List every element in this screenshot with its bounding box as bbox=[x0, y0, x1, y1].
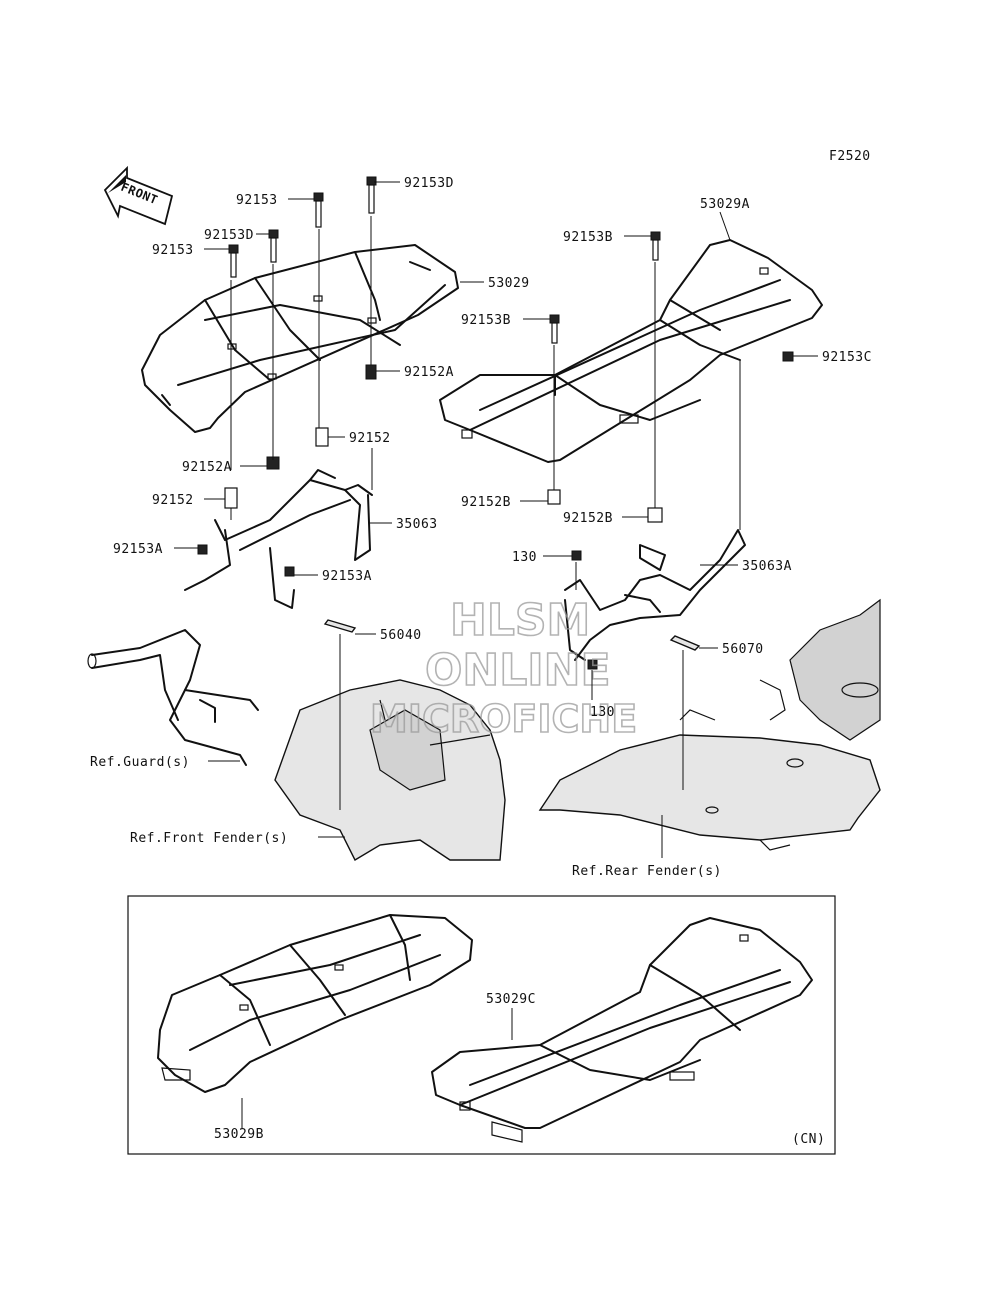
callout-92153: 92153 bbox=[152, 243, 194, 258]
front-stay-35063 bbox=[184, 469, 373, 609]
callout-35063A: 35063A bbox=[742, 559, 792, 574]
decal-56040 bbox=[323, 619, 357, 633]
callout-92152A: 92152A bbox=[404, 365, 454, 380]
callout-53029A: 53029A bbox=[700, 197, 750, 212]
front-fender-reference bbox=[274, 679, 506, 861]
callout-92153D: 92153D bbox=[204, 228, 254, 243]
callout-ref-rear-fender: Ref.Rear Fender(s) bbox=[572, 864, 722, 879]
decal-56070 bbox=[669, 635, 701, 651]
callout-92153D: 92153D bbox=[404, 176, 454, 191]
callout-92153C: 92153C bbox=[822, 350, 872, 365]
callout-ref-guard: Ref.Guard(s) bbox=[90, 755, 190, 770]
callout-ref-front-fender: Ref.Front Fender(s) bbox=[130, 831, 288, 846]
callout-labels: 92153 92153D 92153D 92153 53029 92152A 9… bbox=[90, 176, 872, 879]
callout-35063: 35063 bbox=[396, 517, 438, 532]
inset-note: (CN) bbox=[792, 1132, 825, 1147]
callout-92152: 92152 bbox=[349, 431, 391, 446]
callout-92153B: 92153B bbox=[461, 313, 511, 328]
callout-92152A: 92152A bbox=[182, 460, 232, 475]
callout-130: 130 bbox=[590, 705, 615, 720]
front-bolts bbox=[224, 176, 377, 509]
inset-carrier-53029B bbox=[157, 914, 473, 1093]
callout-56040: 56040 bbox=[380, 628, 422, 643]
rear-stay-35063A bbox=[564, 529, 746, 661]
inset-box bbox=[127, 895, 836, 1155]
callout-53029C: 53029C bbox=[486, 992, 536, 1007]
callout-53029: 53029 bbox=[488, 276, 530, 291]
callout-53029B: 53029B bbox=[214, 1127, 264, 1142]
front-guard bbox=[87, 629, 259, 766]
callout-92153A: 92153A bbox=[113, 542, 163, 557]
watermark-line-3: MICROFICHE bbox=[370, 697, 637, 741]
front-carrier-53029 bbox=[141, 244, 459, 433]
callout-56070: 56070 bbox=[722, 642, 764, 657]
callout-92153: 92153 bbox=[236, 193, 278, 208]
callout-92152B: 92152B bbox=[461, 495, 511, 510]
callout-130: 130 bbox=[512, 550, 537, 565]
watermark-line-2: ONLINE bbox=[425, 645, 611, 696]
rear-fender-reference bbox=[538, 598, 881, 851]
callout-92152B: 92152B bbox=[563, 511, 613, 526]
callout-92153A: 92153A bbox=[322, 569, 372, 584]
front-arrow-icon: FRONT bbox=[103, 165, 174, 226]
watermark-line-1: HLSM bbox=[450, 595, 590, 646]
figure-code: F2520 bbox=[829, 149, 871, 164]
watermark: HLSM ONLINE MICROFICHE bbox=[369, 594, 638, 742]
leader-lines bbox=[174, 181, 818, 858]
callout-92153B: 92153B bbox=[563, 230, 613, 245]
inset-carrier-53029C bbox=[431, 917, 813, 1143]
callout-92152: 92152 bbox=[152, 493, 194, 508]
rear-carrier-53029A bbox=[439, 239, 823, 463]
